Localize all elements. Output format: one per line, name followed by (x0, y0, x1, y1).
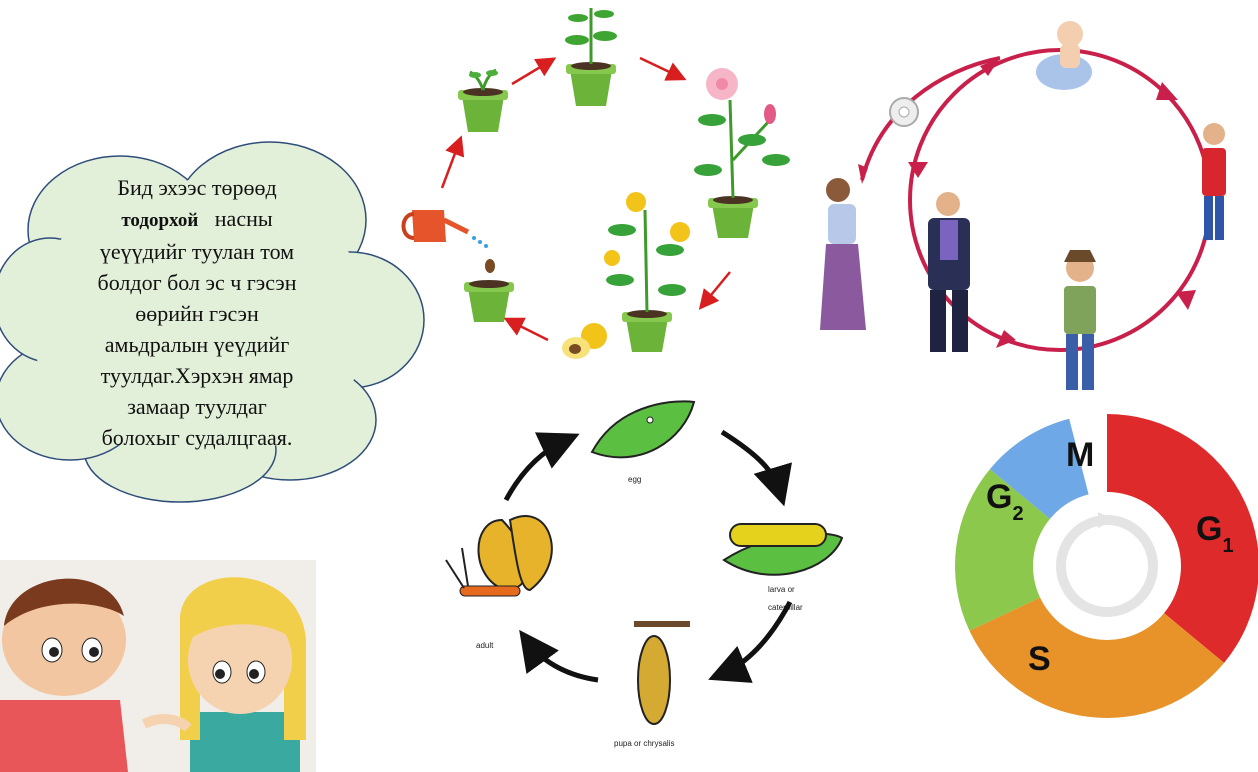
phase-label-G1: G1 (1196, 510, 1234, 557)
pot-seed (464, 259, 514, 322)
teen-figure (1064, 250, 1096, 390)
caterpillar-on-leaf (722, 523, 844, 576)
cell-cycle-donut (955, 414, 1258, 719)
girl-figure (141, 577, 306, 772)
baby-figure (1036, 21, 1092, 90)
label-pupa: pupa or chrysalis (614, 739, 674, 748)
human-cycle-outer-arc (860, 56, 1001, 181)
cell-cycle-segment-M (989, 418, 1089, 519)
watering-can-icon (401, 210, 488, 248)
fruit-with-seed (562, 323, 607, 359)
cloud-caption: Бид эхээс төрөөд тодорхой насны үеүүдийг… (62, 172, 332, 453)
cloud-line-2-rest: насны (214, 206, 273, 231)
woman-figure (820, 178, 866, 330)
human-cycle-arrowheads (858, 58, 1196, 348)
cloud-bold-word: тодорхой (121, 210, 199, 231)
cloud-line-7: туулдаг.Хэрхэн ямар (100, 363, 294, 388)
pot-seedling (458, 68, 508, 132)
adult-butterfly (445, 515, 553, 597)
cloud-line-6: амьдралын үеүдийг (104, 332, 290, 357)
pot-flowering-plant (694, 68, 790, 238)
cloud-line-2: тодорхой насны (62, 203, 332, 236)
pot-fruiting-plant (604, 192, 690, 352)
cloud-line-3: үеүүдийг туулан том (99, 239, 295, 264)
cloud-line-5: өөрийн гэсэн (135, 301, 259, 326)
phase-label-G2: G2 (986, 478, 1024, 525)
child-figure (1202, 123, 1226, 240)
phase-label-S: S (1028, 640, 1051, 678)
leaf-egg (590, 400, 696, 459)
pupa-chrysalis (634, 621, 690, 725)
pot-young-plant (565, 8, 617, 106)
label-larva-line1: larva or (768, 585, 795, 594)
cell-cycle-inner-arrowhead (1098, 512, 1114, 528)
cell-cycle-segment-G2 (955, 469, 1050, 631)
phase-label-M: M (1066, 436, 1094, 474)
label-egg: egg (628, 475, 641, 484)
cell-cycle-segment-S (969, 597, 1225, 719)
cloud-line-4: болдог бол эс ч гэсэн (97, 270, 297, 295)
boy-figure (0, 578, 128, 772)
cloud-line-9: болохыг судалцгаая. (101, 425, 293, 450)
man-figure (928, 192, 970, 352)
tire-swing (889, 97, 919, 127)
cloud-line-1: Бид эхээс төрөөд (117, 175, 277, 200)
butterfly-cycle-arrows (503, 429, 793, 683)
cell-cycle-segment-G1 (1107, 414, 1258, 663)
cloud-line-8: замаар туулдаг (127, 394, 267, 419)
plant-cycle-arrows (440, 56, 731, 342)
label-adult: adult (476, 641, 494, 650)
